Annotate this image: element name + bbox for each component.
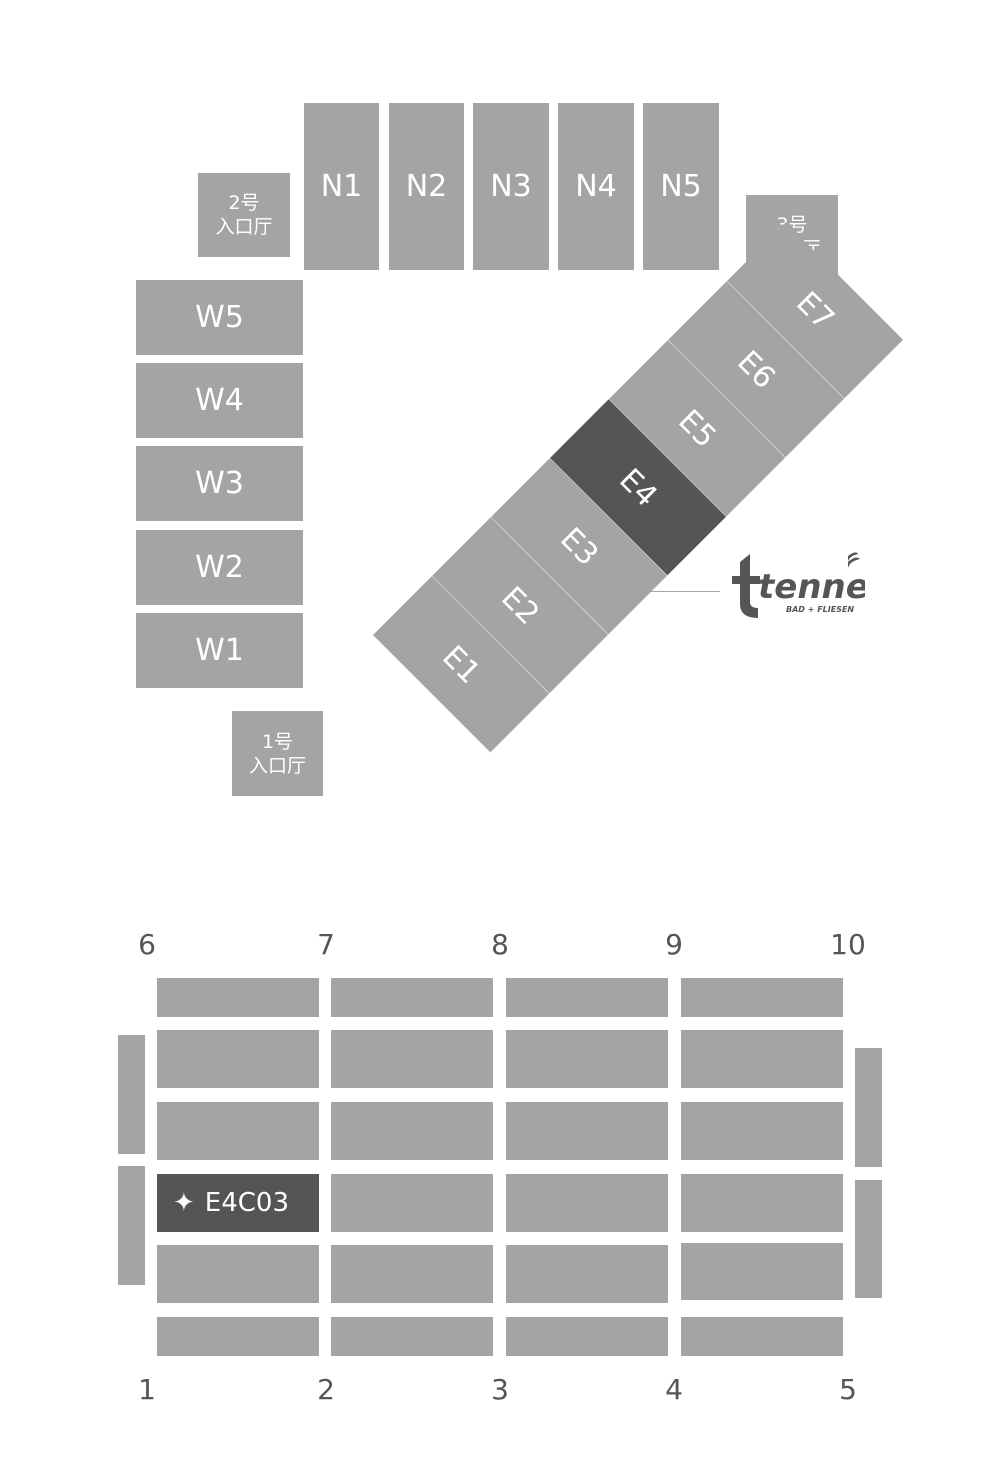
hall-n2[interactable]: N2	[389, 103, 464, 270]
booth[interactable]	[331, 1174, 493, 1232]
hall-label: W3	[195, 466, 244, 501]
axis-bottom-label: 3	[491, 1373, 509, 1406]
axis-top-label: 10	[830, 928, 866, 961]
hall-label: N4	[575, 169, 617, 204]
hall-label: E1	[435, 638, 487, 691]
logo-tagline: BAD + FLIESEN	[786, 605, 854, 614]
hall-label: E2	[494, 579, 546, 632]
booth[interactable]	[681, 1317, 843, 1356]
hall-label: N5	[660, 169, 702, 204]
booth[interactable]	[506, 1317, 668, 1356]
booth[interactable]	[681, 978, 843, 1017]
booth[interactable]	[681, 1174, 843, 1232]
hall-w1[interactable]: W1	[136, 613, 303, 688]
lobby-number: 2号	[228, 192, 260, 214]
hall-label: N1	[320, 169, 363, 204]
side-booth-left[interactable]	[118, 1166, 145, 1285]
booth[interactable]	[506, 1174, 668, 1232]
hall-w4[interactable]: W4	[136, 363, 303, 438]
booth[interactable]	[506, 978, 668, 1017]
booth[interactable]	[681, 1243, 843, 1300]
hall-label: E3	[553, 520, 605, 573]
booth-e4c03[interactable]: ✦ E4C03	[157, 1174, 319, 1232]
booth[interactable]	[157, 1317, 319, 1356]
booth[interactable]	[331, 1317, 493, 1356]
axis-top-label: 9	[665, 928, 683, 961]
booth[interactable]	[331, 1030, 493, 1088]
hall-label: W5	[195, 300, 244, 335]
hall-label: W4	[195, 383, 244, 418]
booth[interactable]	[506, 1102, 668, 1160]
exhibitor-logo[interactable]: tenne BAD + FLIESEN	[730, 548, 865, 620]
hall-n3[interactable]: N3	[473, 103, 549, 270]
booth[interactable]	[157, 978, 319, 1017]
axis-top-label: 8	[491, 928, 509, 961]
booth[interactable]	[331, 1102, 493, 1160]
logo-flame-icon	[848, 552, 860, 568]
hall-w2[interactable]: W2	[136, 530, 303, 605]
booth-label: E4C03	[204, 1188, 290, 1218]
booth[interactable]	[157, 1245, 319, 1303]
hall-label: W1	[195, 633, 244, 668]
side-booth-left[interactable]	[118, 1035, 145, 1154]
booth[interactable]	[331, 1245, 493, 1303]
side-booth-right[interactable]	[855, 1048, 882, 1167]
axis-top-label: 7	[317, 928, 335, 961]
hall-w3[interactable]: W3	[136, 446, 303, 521]
hall-n4[interactable]: N4	[558, 103, 634, 270]
four-point-star-icon: ✦	[173, 1188, 195, 1218]
axis-bottom-label: 5	[839, 1373, 857, 1406]
hall-label: N2	[405, 169, 448, 204]
axis-bottom-label: 2	[317, 1373, 335, 1406]
lobby-label: 入口厅	[248, 754, 306, 777]
hall-label: E7	[789, 284, 841, 337]
side-booth-right[interactable]	[855, 1180, 882, 1298]
axis-bottom-label: 4	[665, 1373, 683, 1406]
leader-line	[620, 591, 720, 592]
booth[interactable]	[681, 1030, 843, 1088]
hall-n1[interactable]: N1	[304, 103, 379, 270]
lobby-1[interactable]: 1号 入口厅	[232, 711, 323, 796]
booth[interactable]	[506, 1245, 668, 1303]
logo-wordmark: tenne	[758, 567, 865, 607]
hall-w5[interactable]: W5	[136, 280, 303, 355]
hall-label: W2	[195, 550, 244, 585]
hall-label: E6	[730, 343, 782, 396]
hall-label: E5	[671, 402, 723, 455]
booth[interactable]	[157, 1102, 319, 1160]
logo-t-mark-icon	[732, 554, 760, 618]
hall-label: E4	[612, 461, 664, 514]
lobby-2[interactable]: 2号 入口厅	[198, 173, 290, 257]
lobby-label: 入口厅	[215, 216, 273, 238]
booth[interactable]	[506, 1030, 668, 1088]
hall-n5[interactable]: N5	[643, 103, 719, 270]
hall-label: N3	[490, 169, 532, 204]
booth[interactable]	[331, 978, 493, 1017]
booth[interactable]	[681, 1102, 843, 1160]
axis-bottom-label: 1	[138, 1373, 156, 1406]
lobby-number: 1号	[261, 730, 294, 753]
axis-top-label: 6	[138, 928, 156, 961]
booth[interactable]	[157, 1030, 319, 1088]
